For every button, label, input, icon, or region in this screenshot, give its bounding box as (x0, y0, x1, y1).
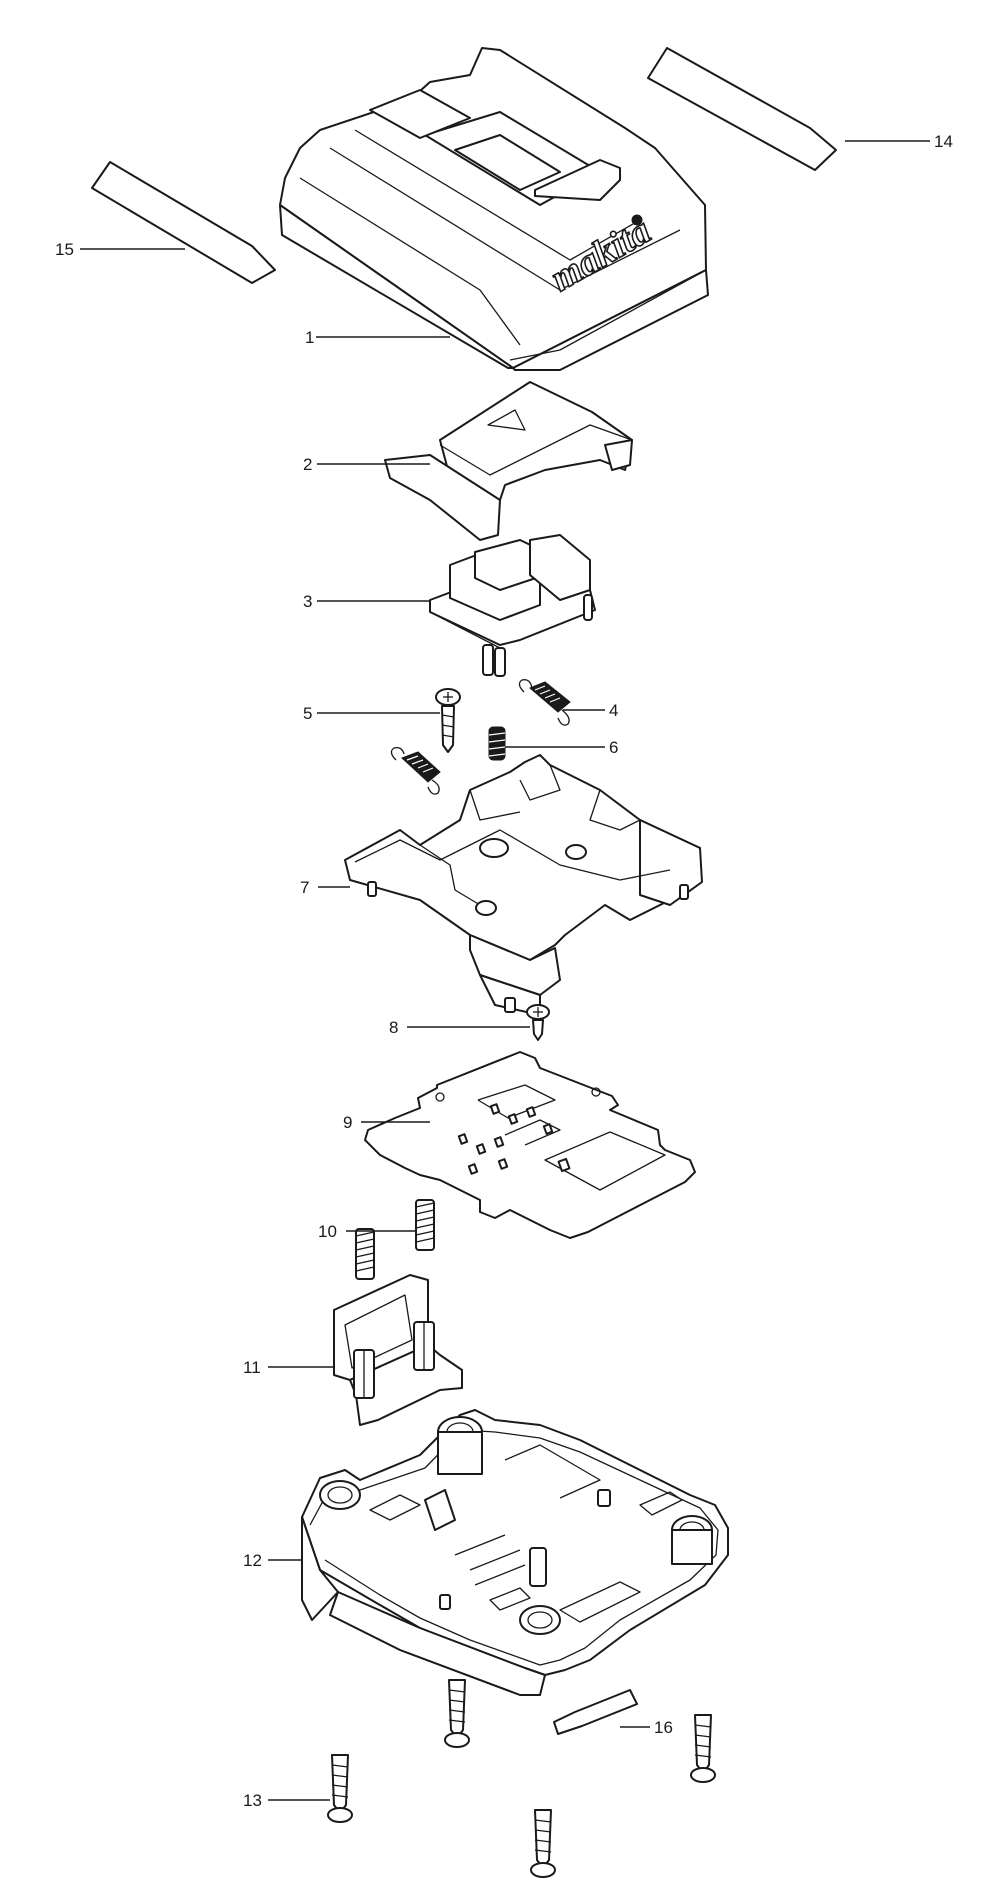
callout-8: 8 (389, 1018, 530, 1037)
part-6-spring (488, 726, 506, 761)
part-5-screw (435, 688, 461, 753)
svg-text:16: 16 (654, 1718, 673, 1737)
callout-11: 11 (243, 1358, 334, 1377)
callout-13: 13 (243, 1791, 330, 1810)
svg-text:3: 3 (303, 592, 312, 611)
callout-2: 2 (303, 455, 430, 474)
svg-text:15: 15 (55, 240, 74, 259)
svg-text:4: 4 (609, 701, 618, 720)
screw-b (690, 1714, 716, 1783)
part-7-inner-frame (344, 754, 703, 1016)
svg-text:11: 11 (243, 1358, 261, 1377)
part-3-terminal-block (429, 534, 596, 677)
part-16-label (553, 1689, 638, 1735)
screw-a (444, 1679, 470, 1748)
part-10-springs (355, 1199, 435, 1280)
callout-16: 16 (620, 1718, 673, 1737)
part-4-spring (518, 679, 571, 726)
part-9-circuit-board (364, 1051, 696, 1239)
part-11-slider (333, 1274, 463, 1426)
svg-text:8: 8 (389, 1018, 398, 1037)
callout-3: 3 (303, 592, 430, 611)
screw-d (530, 1809, 556, 1878)
svg-text:7: 7 (300, 878, 309, 897)
part-13-screws (327, 1679, 716, 1878)
svg-text:12: 12 (243, 1551, 262, 1570)
callout-14: 14 (845, 132, 953, 151)
callout-12: 12 (243, 1551, 302, 1570)
callout-1: 1 (305, 328, 450, 347)
callout-5: 5 (303, 704, 440, 723)
svg-text:14: 14 (934, 132, 953, 151)
callout-7: 7 (300, 878, 350, 897)
part-1-top-housing: makita (279, 47, 709, 371)
part-15-label-strip (91, 161, 276, 284)
screw-c (327, 1754, 353, 1823)
callout-10: 10 (318, 1222, 416, 1241)
svg-text:13: 13 (243, 1791, 262, 1810)
part-2-slide-cover (384, 381, 633, 541)
callout-15: 15 (55, 240, 185, 259)
part-14-label-strip (647, 47, 837, 171)
svg-text:5: 5 (303, 704, 312, 723)
part-8-screw (526, 1004, 550, 1041)
svg-text:9: 9 (343, 1113, 352, 1132)
callout-4: 4 (563, 701, 618, 720)
svg-text:10: 10 (318, 1222, 337, 1241)
part-12-base-housing (301, 1409, 729, 1696)
callout-9: 9 (343, 1113, 430, 1132)
part-4-spring-second (390, 746, 441, 795)
svg-text:1: 1 (305, 328, 314, 347)
svg-text:6: 6 (609, 738, 618, 757)
callout-6: 6 (505, 738, 618, 757)
svg-text:2: 2 (303, 455, 312, 474)
